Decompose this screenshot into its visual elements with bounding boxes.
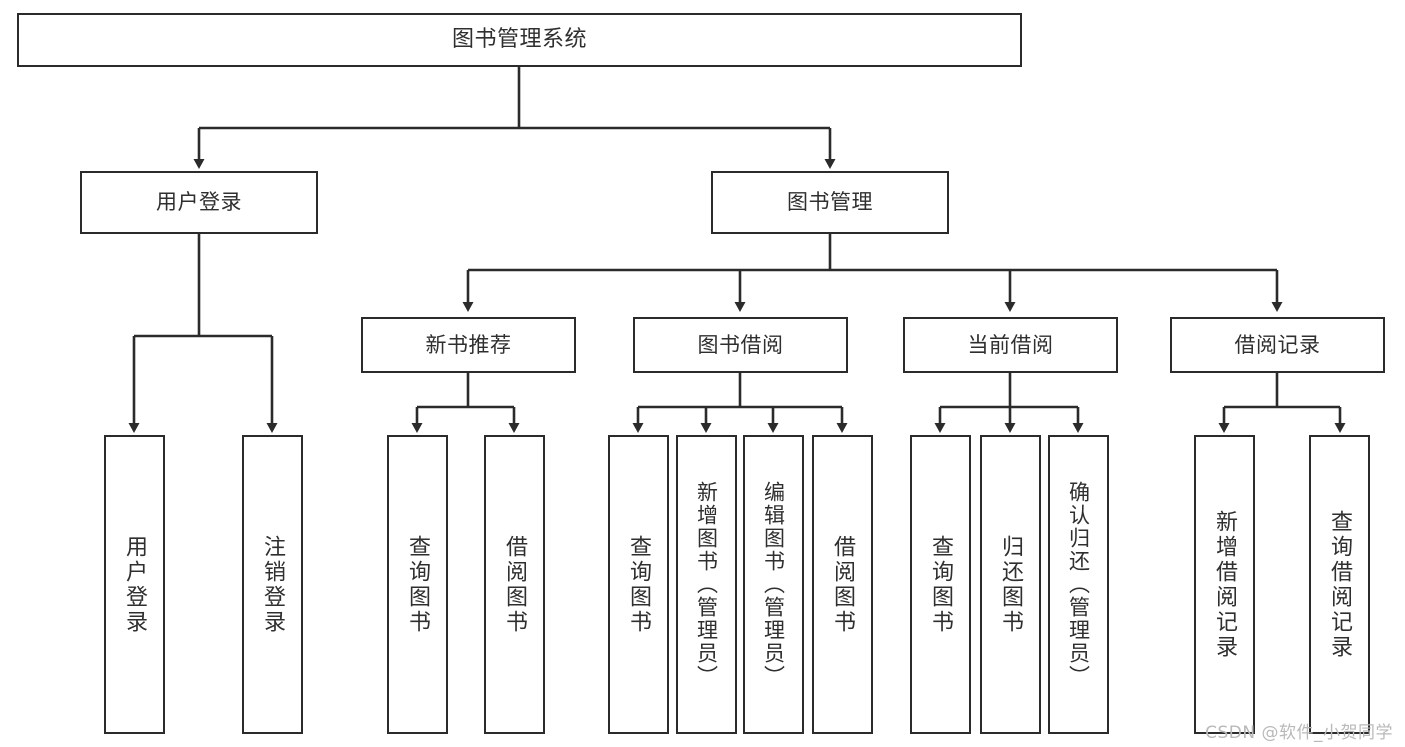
leaf-query-book-current[interactable]: 查询图书 [910,435,971,734]
leaf-query-borrow-record[interactable]: 查询借阅记录 [1309,435,1370,734]
node-book-management[interactable]: 图书管理 [711,171,949,234]
node-label: 确认归还（管理员） [1066,481,1091,688]
leaf-add-borrow-record[interactable]: 新增借阅记录 [1194,435,1255,734]
leaf-add-book-admin[interactable]: 新增图书（管理员） [676,435,737,734]
node-label: 查询图书 [626,534,652,635]
leaf-return-book[interactable]: 归还图书 [980,435,1041,734]
node-new-book-recommend[interactable]: 新书推荐 [361,317,576,373]
leaf-borrow-book[interactable]: 借阅图书 [812,435,873,734]
node-label: 查询借阅记录 [1327,509,1353,660]
watermark: CSDN @软件_小贺同学 [1205,723,1393,743]
node-book-borrow[interactable]: 图书借阅 [633,317,848,373]
node-label: 借阅记录 [1234,332,1321,357]
leaf-borrow-book-recommend[interactable]: 借阅图书 [484,435,545,734]
node-label: 新书推荐 [425,332,512,357]
node-label: 归还图书 [998,534,1024,635]
node-label: 新增图书（管理员） [694,481,719,688]
leaf-query-book-recommend[interactable]: 查询图书 [387,435,448,734]
node-label: 当前借阅 [967,332,1054,357]
node-user-login[interactable]: 用户登录 [80,171,318,234]
node-label: 借阅图书 [830,534,856,635]
node-borrow-records[interactable]: 借阅记录 [1170,317,1385,373]
node-label: 用户登录 [122,534,148,635]
node-label: 图书借阅 [697,332,784,357]
leaf-confirm-return-admin[interactable]: 确认归还（管理员） [1048,435,1109,734]
node-label: 查询图书 [405,534,431,635]
node-label: 用户登录 [156,190,242,215]
node-current-borrow[interactable]: 当前借阅 [903,317,1118,373]
node-label: 编辑图书（管理员） [761,481,786,688]
leaf-edit-book-admin[interactable]: 编辑图书（管理员） [743,435,804,734]
leaf-user-logout[interactable]: 注销登录 [242,435,303,734]
node-label: 图书管理系统 [451,27,587,53]
node-label: 查询图书 [928,534,954,635]
leaf-user-login[interactable]: 用户登录 [104,435,165,734]
leaf-query-book-borrow[interactable]: 查询图书 [608,435,669,734]
node-label: 注销登录 [260,534,286,635]
node-label: 新增借阅记录 [1212,509,1238,660]
node-root-system[interactable]: 图书管理系统 [17,13,1022,67]
node-label: 图书管理 [787,190,873,215]
node-label: 借阅图书 [502,534,528,635]
